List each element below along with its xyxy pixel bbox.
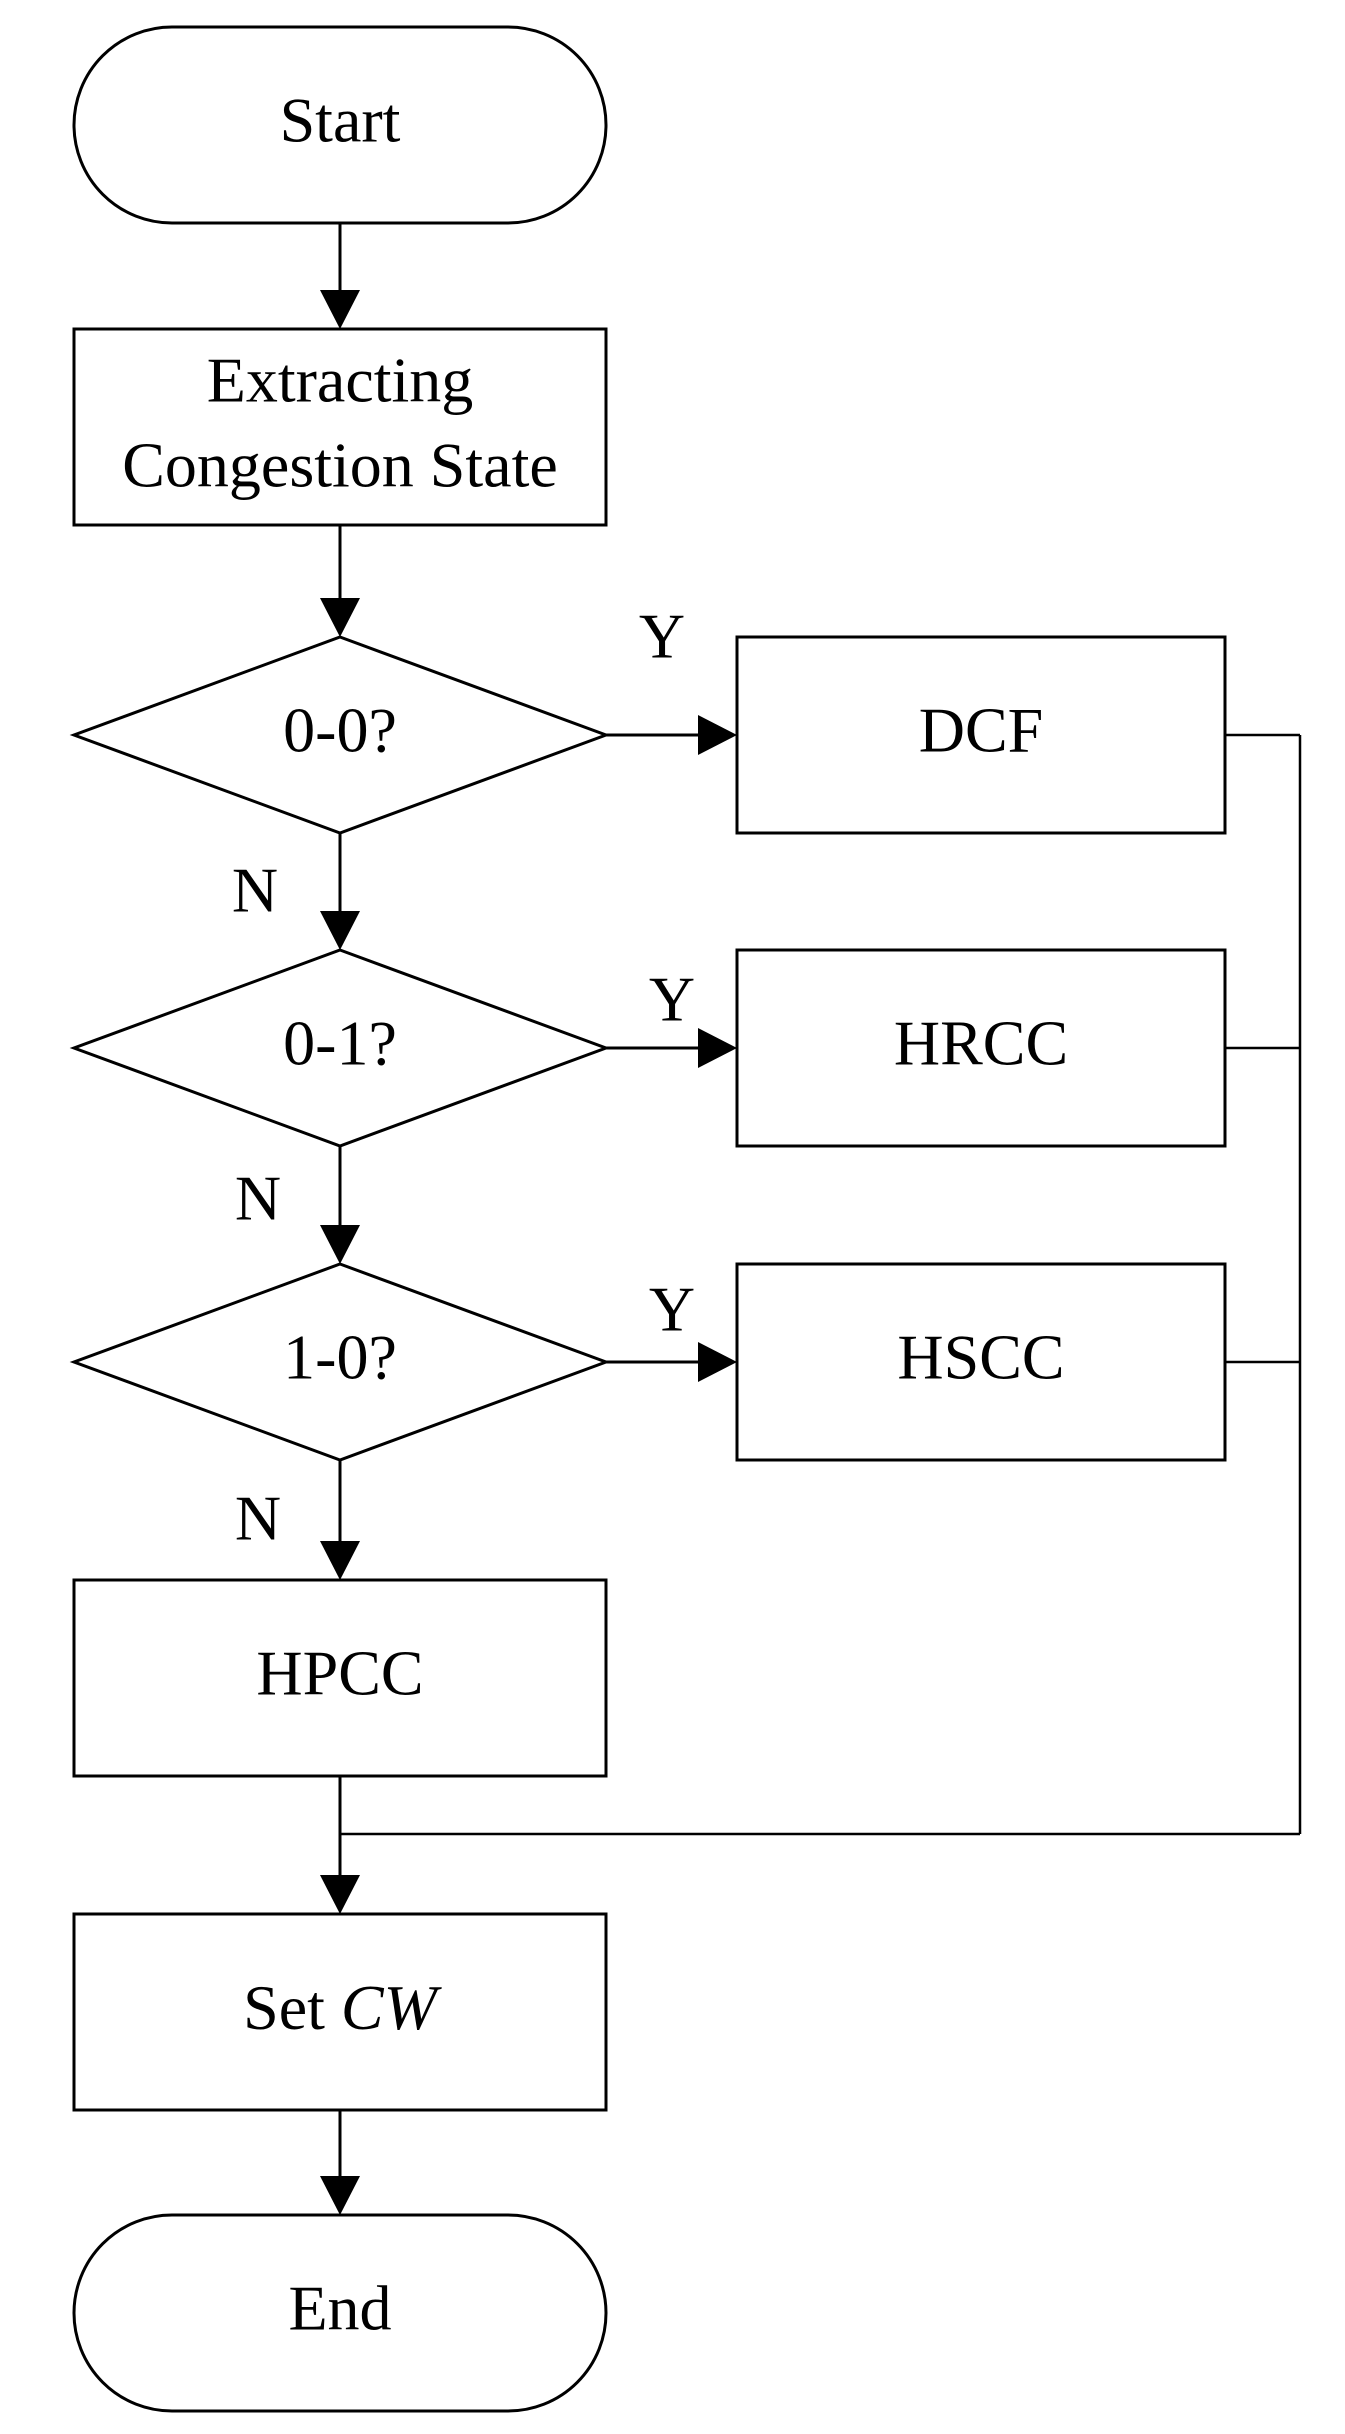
extract-label-line2: Congestion State [122,430,558,501]
no-label-10: N [235,1483,281,1554]
arrowhead-hrcc [698,1028,737,1068]
no-label-01: N [235,1163,281,1234]
extract-label-line1: Extracting [207,345,474,416]
yes-label-01: Y [649,964,695,1035]
arrowhead-decision10 [320,1225,360,1264]
hpcc-label: HPCC [256,1638,423,1709]
decision-10-label: 1-0? [283,1322,397,1393]
dcf-process [735,635,1227,835]
extract-process [72,327,608,527]
hrcc-label: HRCC [894,1008,1068,1079]
arrowhead-decision00 [320,598,360,637]
end-label: End [288,2273,391,2344]
dcf-label: DCF [919,695,1044,766]
set-cw-variable: CW [341,1972,443,2043]
arrowhead-end [320,2176,360,2215]
arrowhead-decision01 [320,911,360,950]
arrowhead-setcw [320,1875,360,1914]
hscc-process [735,1262,1227,1462]
set-cw-label: Set CW [243,1972,442,2043]
arrowhead-dcf [698,715,737,755]
yes-label-00: Y [639,601,685,672]
yes-label-10: Y [649,1274,695,1345]
arrowhead-extract [320,290,360,329]
hpcc-process [72,1578,608,1778]
set-cw-prefix: Set [243,1972,341,2043]
arrowhead-hpcc [320,1541,360,1580]
decision-00-label: 0-0? [283,695,397,766]
hscc-label: HSCC [897,1322,1064,1393]
arrowhead-hscc [698,1342,737,1382]
no-label-00: N [232,855,278,926]
decision-01-label: 0-1? [283,1008,397,1079]
start-label: Start [280,85,401,156]
